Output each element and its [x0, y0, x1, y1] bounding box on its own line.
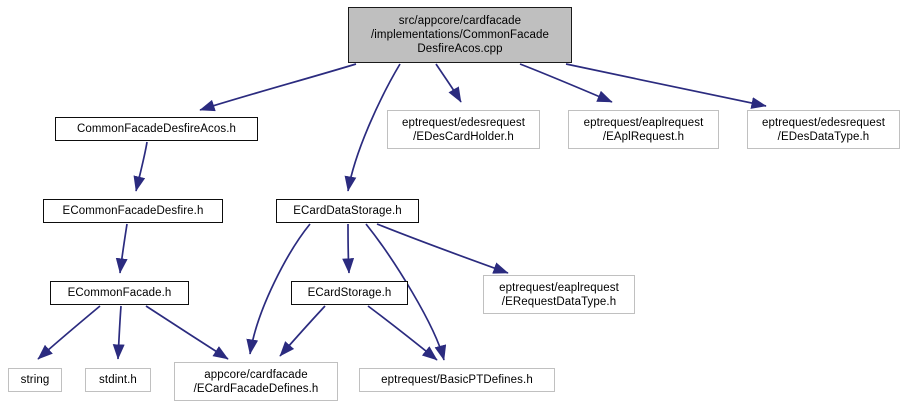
graph-node-eDesCardHolderH[interactable]: eptrequest/edesrequest /EDesCardHolder.h [387, 110, 540, 149]
edge-eCardDataStorageH-to-eCardFacadeDefinesH [246, 223, 311, 355]
edge-eCardDataStorageH-to-basicPTDefinesH [365, 223, 447, 361]
graph-node-root[interactable]: src/appcore/cardfacade /implementations/… [348, 7, 572, 63]
edge-eCommonFacadeH-to-stdintH [112, 305, 125, 360]
edge-root-to-eDesDataTypeH [565, 63, 767, 109]
edge-eCommonFacadeH-to-eCardFacadeDefinesH [145, 305, 229, 360]
graph-node-eDesDataTypeH[interactable]: eptrequest/edesrequest /EDesDataType.h [747, 110, 900, 149]
graph-node-string[interactable]: string [8, 368, 62, 392]
graph-node-label: ECardStorage.h [307, 287, 392, 299]
graph-node-label: ECommonFacadeDesfire.h [62, 205, 204, 217]
graph-node-label: ECommonFacade.h [67, 287, 172, 299]
graph-node-eCommonFacadeDesfireH[interactable]: ECommonFacadeDesfire.h [43, 199, 223, 223]
edge-root-to-eAplRequestH [519, 63, 613, 103]
edge-root-to-eCardDataStorageH [344, 63, 401, 192]
edge-root-to-eDesCardHolderH [435, 63, 462, 103]
graph-node-eCommonFacadeH[interactable]: ECommonFacade.h [50, 281, 189, 305]
graph-node-label: src/appcore/cardfacade /implementations/… [370, 15, 550, 55]
graph-node-label: eptrequest/BasicPTDefines.h [381, 374, 533, 386]
graph-node-eRequestDataTypeH[interactable]: eptrequest/eaplrequest /ERequestDataType… [483, 275, 635, 314]
graph-node-eCardStorageH[interactable]: ECardStorage.h [291, 281, 408, 305]
edge-eCardStorageH-to-basicPTDefinesH [367, 305, 438, 361]
edge-commonFacadeDesfireAcosH-to-eCommonFacadeDesfireH [133, 141, 148, 192]
edge-eCardDataStorageH-to-eRequestDataTypeH [376, 223, 509, 274]
graph-node-label: string [20, 374, 50, 386]
graph-node-label: eptrequest/edesrequest /EDesCardHolder.h [401, 116, 526, 143]
graph-node-basicPTDefinesH[interactable]: eptrequest/BasicPTDefines.h [359, 368, 555, 392]
graph-node-label: eptrequest/eaplrequest /EAplRequest.h [583, 116, 704, 143]
edge-eCommonFacadeH-to-string [37, 305, 101, 360]
graph-node-stdintH[interactable]: stdint.h [85, 368, 151, 392]
edge-group [37, 63, 767, 361]
graph-node-label: stdint.h [99, 374, 137, 386]
graph-node-label: CommonFacadeDesfireAcos.h [76, 123, 237, 135]
graph-node-eCardDataStorageH[interactable]: ECardDataStorage.h [276, 199, 419, 223]
graph-node-label: appcore/cardfacade /ECardFacadeDefines.h [193, 368, 319, 395]
graph-node-label: eptrequest/eaplrequest /ERequestDataType… [499, 281, 619, 308]
graph-node-eCardFacadeDefinesH[interactable]: appcore/cardfacade /ECardFacadeDefines.h [174, 362, 338, 401]
graph-node-commonFacadeDesfireAcosH[interactable]: CommonFacadeDesfireAcos.h [55, 117, 258, 141]
edge-root-to-commonFacadeDesfireAcosH [199, 63, 357, 112]
edge-eCardStorageH-to-eCardFacadeDefinesH [279, 305, 326, 357]
edge-eCommonFacadeDesfireH-to-eCommonFacadeH [115, 223, 128, 274]
graph-node-label: ECardDataStorage.h [293, 205, 402, 217]
graph-node-label: eptrequest/edesrequest /EDesDataType.h [761, 116, 886, 143]
edge-eCardDataStorageH-to-eCardStorageH [342, 223, 355, 274]
graph-node-eAplRequestH[interactable]: eptrequest/eaplrequest /EAplRequest.h [568, 110, 719, 149]
